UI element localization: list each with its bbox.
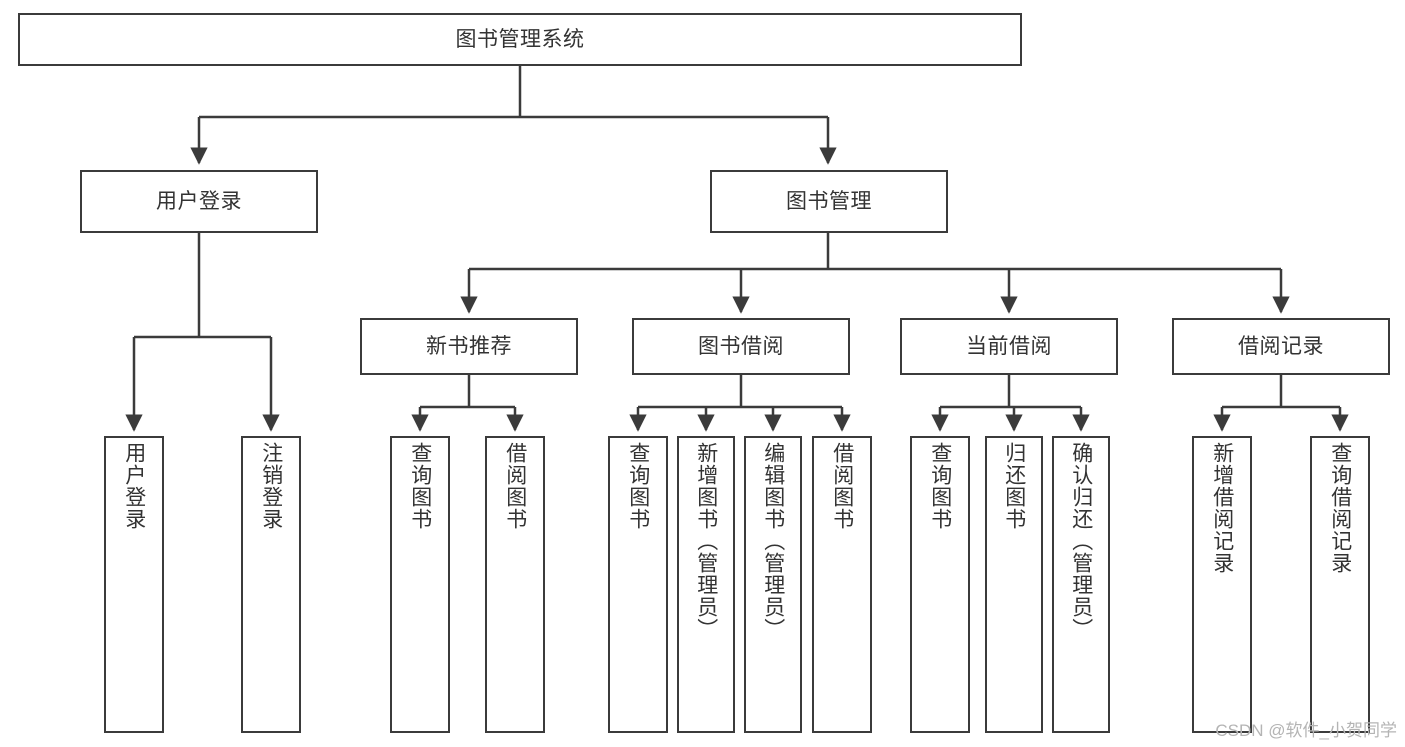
node-leaf-user-logout-label: 注销登录 bbox=[259, 442, 283, 530]
node-leaf-query-book-1-label: 查询图书 bbox=[408, 442, 432, 530]
node-new-book-rec[interactable]: 新书推荐 bbox=[360, 318, 578, 375]
node-leaf-query-book-1[interactable]: 查询图书 bbox=[390, 436, 450, 733]
node-user-login-label: 用户登录 bbox=[156, 189, 242, 213]
node-leaf-borrow-book-2[interactable]: 借阅图书 bbox=[812, 436, 872, 733]
node-leaf-query-book-2-label: 查询图书 bbox=[626, 442, 650, 530]
node-leaf-query-book-3-label: 查询图书 bbox=[928, 442, 952, 530]
node-leaf-confirm-return-admin-label: 确认归还（管理员） bbox=[1069, 442, 1093, 640]
node-leaf-query-borrow-record[interactable]: 查询借阅记录 bbox=[1310, 436, 1370, 733]
node-root-label: 图书管理系统 bbox=[455, 27, 585, 51]
node-book-borrow-label: 图书借阅 bbox=[698, 334, 784, 358]
node-leaf-query-book-3[interactable]: 查询图书 bbox=[910, 436, 970, 733]
node-book-manage-label: 图书管理 bbox=[786, 189, 872, 213]
node-leaf-add-book-admin[interactable]: 新增图书（管理员） bbox=[677, 436, 735, 733]
node-leaf-edit-book-admin-label: 编辑图书（管理员） bbox=[761, 442, 785, 640]
node-leaf-add-borrow-record[interactable]: 新增借阅记录 bbox=[1192, 436, 1252, 733]
node-current-borrow-label: 当前借阅 bbox=[966, 334, 1052, 358]
node-leaf-query-borrow-record-label: 查询借阅记录 bbox=[1328, 442, 1352, 574]
node-new-book-rec-label: 新书推荐 bbox=[426, 334, 512, 358]
node-user-login[interactable]: 用户登录 bbox=[80, 170, 318, 233]
node-root[interactable]: 图书管理系统 bbox=[18, 13, 1022, 66]
node-current-borrow[interactable]: 当前借阅 bbox=[900, 318, 1118, 375]
node-leaf-add-borrow-record-label: 新增借阅记录 bbox=[1210, 442, 1234, 574]
node-borrow-record[interactable]: 借阅记录 bbox=[1172, 318, 1390, 375]
node-book-manage[interactable]: 图书管理 bbox=[710, 170, 948, 233]
node-leaf-user-login-label: 用户登录 bbox=[122, 442, 146, 530]
node-leaf-return-book[interactable]: 归还图书 bbox=[985, 436, 1043, 733]
node-leaf-user-logout[interactable]: 注销登录 bbox=[241, 436, 301, 733]
node-leaf-confirm-return-admin[interactable]: 确认归还（管理员） bbox=[1052, 436, 1110, 733]
node-leaf-return-book-label: 归还图书 bbox=[1002, 442, 1026, 530]
node-leaf-query-book-2[interactable]: 查询图书 bbox=[608, 436, 668, 733]
node-leaf-borrow-book-2-label: 借阅图书 bbox=[830, 442, 854, 530]
node-borrow-record-label: 借阅记录 bbox=[1238, 334, 1324, 358]
node-leaf-edit-book-admin[interactable]: 编辑图书（管理员） bbox=[744, 436, 802, 733]
node-book-borrow[interactable]: 图书借阅 bbox=[632, 318, 850, 375]
node-leaf-add-book-admin-label: 新增图书（管理员） bbox=[694, 442, 718, 640]
node-leaf-borrow-book-1-label: 借阅图书 bbox=[503, 442, 527, 530]
node-leaf-user-login[interactable]: 用户登录 bbox=[104, 436, 164, 733]
node-leaf-borrow-book-1[interactable]: 借阅图书 bbox=[485, 436, 545, 733]
